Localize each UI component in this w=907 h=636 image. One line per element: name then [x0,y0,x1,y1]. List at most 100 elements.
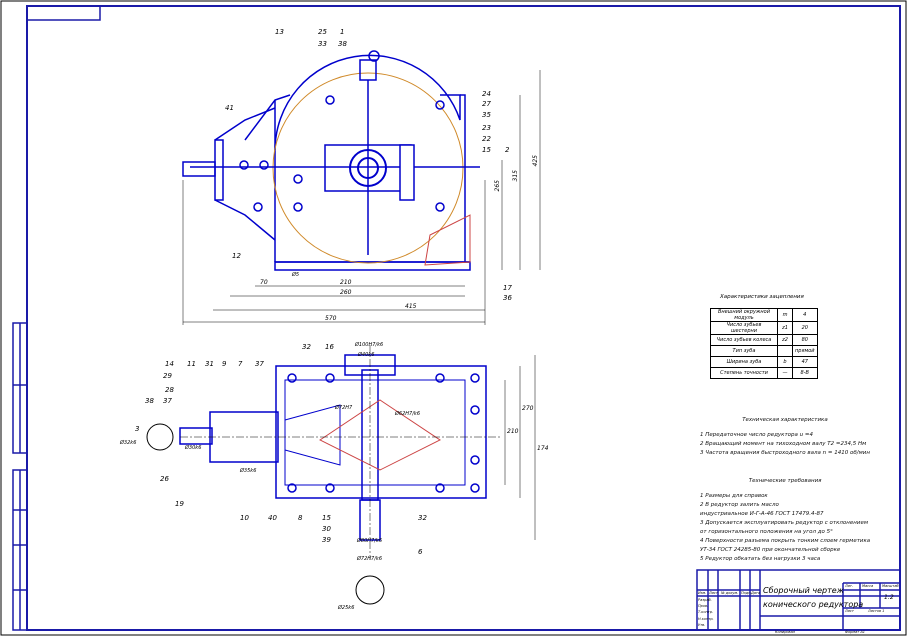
tech-requirements-title: Технические требования [748,478,822,484]
dimension-315: 315 [512,170,519,182]
part-label: 37 [163,397,172,405]
fit-label: Ø72H7/k6 [357,556,382,562]
cell-value: 4 [792,308,818,322]
part-label: 16 [325,343,334,351]
cell-name: Степень точности [710,367,778,379]
part-label: 35 [482,111,491,119]
part-label: 27 [482,100,491,108]
cell-symbol: b [777,356,793,368]
dimension-270: 270 [522,405,534,412]
plan-dimension-lines [504,355,536,540]
part-label: 26 [160,475,169,483]
part-label: 29 [163,372,172,380]
cell-name: Тип зуба [710,345,778,357]
note-line: 2 В редуктор залить масло [700,502,779,508]
note-line: индустриальное И-Г-А-46 ГОСТ 17479.4-87 [700,511,824,517]
part-label: 6 [418,548,423,556]
part-label: 39 [322,536,331,544]
note-line: 1 Размеры для справок [700,493,768,499]
note-line: 5 Редуктор обкатать без нагрузки 3 часа [700,556,821,562]
fit-label: Ø32k6 [120,440,137,446]
tech-characteristics-title: Техническая характеристика [742,417,828,423]
title-block-grid [696,569,901,631]
part-label: 10 [240,514,249,522]
part-label: 41 [225,104,234,112]
inner-frame [26,5,901,631]
part-label: 31 [205,360,214,368]
scale-label: Масштаб [882,584,899,588]
cell-symbol: z2 [777,334,793,346]
cell-symbol [777,345,793,357]
note-line: 3 Допускается эксплуатировать редуктор с… [700,520,868,526]
dimension-210: 210 [507,428,519,435]
ncontrol-label: Н.контр. [698,617,714,621]
plan-view [146,345,500,605]
sheets-label: Листов 1 [868,609,885,613]
dimension-174: 174 [537,445,549,452]
part-label: 22 [482,135,491,143]
check-label: Пров. [698,604,709,608]
col-sign: Подп. [741,591,752,595]
drawing-title-line1: Сборочный чертеж [763,586,844,595]
fit-label: Ø62H7/k6 [395,411,420,417]
cell-value: 80 [792,334,818,346]
col-list: Лист [709,591,718,595]
approve-label: Утв. [698,623,706,627]
cell-name: Ширина зуба [710,356,778,368]
dev-label: Разраб. [698,598,712,602]
part-label: 38 [338,40,347,48]
cell-symbol: m [777,308,793,322]
note-line: от горизонтального положения на угол до … [700,529,833,535]
fit-label: Ø25k6 [338,605,355,611]
cell-name: Число зубьев колеса [710,334,778,346]
part-label: 32 [302,343,311,351]
copied-label: Копировал [775,630,795,634]
cell-symbol: — [777,367,793,379]
fit-label: Ø100H7/k6 [355,342,384,348]
part-label: 11 [187,360,196,368]
part-label: 2 [505,146,510,154]
tech-requirements: Технические требования 1 Размеры для спр… [700,477,870,564]
part-label: 25 [318,28,327,36]
cell-value: прямой [792,345,818,357]
part-label: 13 [275,28,284,36]
note-line: УТ-34 ГОСТ 24285-80 при окончательной сб… [700,547,841,553]
part-label: 12 [232,252,241,260]
note-line: 1 Передаточное число редуктора u =4 [700,432,813,438]
dimension-210: 210 [340,279,352,286]
format-label: Формат A1 [845,630,865,634]
part-label: 24 [482,90,491,98]
tcontrol-label: Т.контр. [698,610,714,614]
scale-value: 1:2 [884,594,894,601]
part-label: 38 [145,397,154,405]
part-label: 9 [222,360,227,368]
dimension-570: 570 [325,315,337,322]
characteristics-title: Характеристики зацепления [720,294,804,300]
cell-value: 8-В [792,367,818,379]
dimension-265: 265 [494,180,501,192]
fit-label: Ø30k6 [185,445,202,451]
note-line: 3 Частота вращения быстроходного вала n … [700,450,870,456]
part-label: 3 [135,425,140,433]
cell-name: Число зубьев шестерни [710,321,778,335]
lit-label: Лит. [845,584,854,588]
cell-value: 47 [792,356,818,368]
dimension-425: 425 [532,155,539,167]
note-line: 4 Поверхности разъема покрыть тонким сло… [700,538,871,544]
part-label: 32 [418,514,427,522]
table-row: Степень точности—8-В [710,367,818,379]
part-label: 17 [503,284,512,292]
front-dimension-lines [182,70,541,325]
part-label: 7 [238,360,243,368]
drawing-title-line2: конического редуктора [763,600,864,609]
dimension-70: 70 [260,279,268,286]
part-label: 40 [268,514,277,522]
part-label: 15 [322,514,331,522]
dimension-260: 260 [340,289,352,296]
